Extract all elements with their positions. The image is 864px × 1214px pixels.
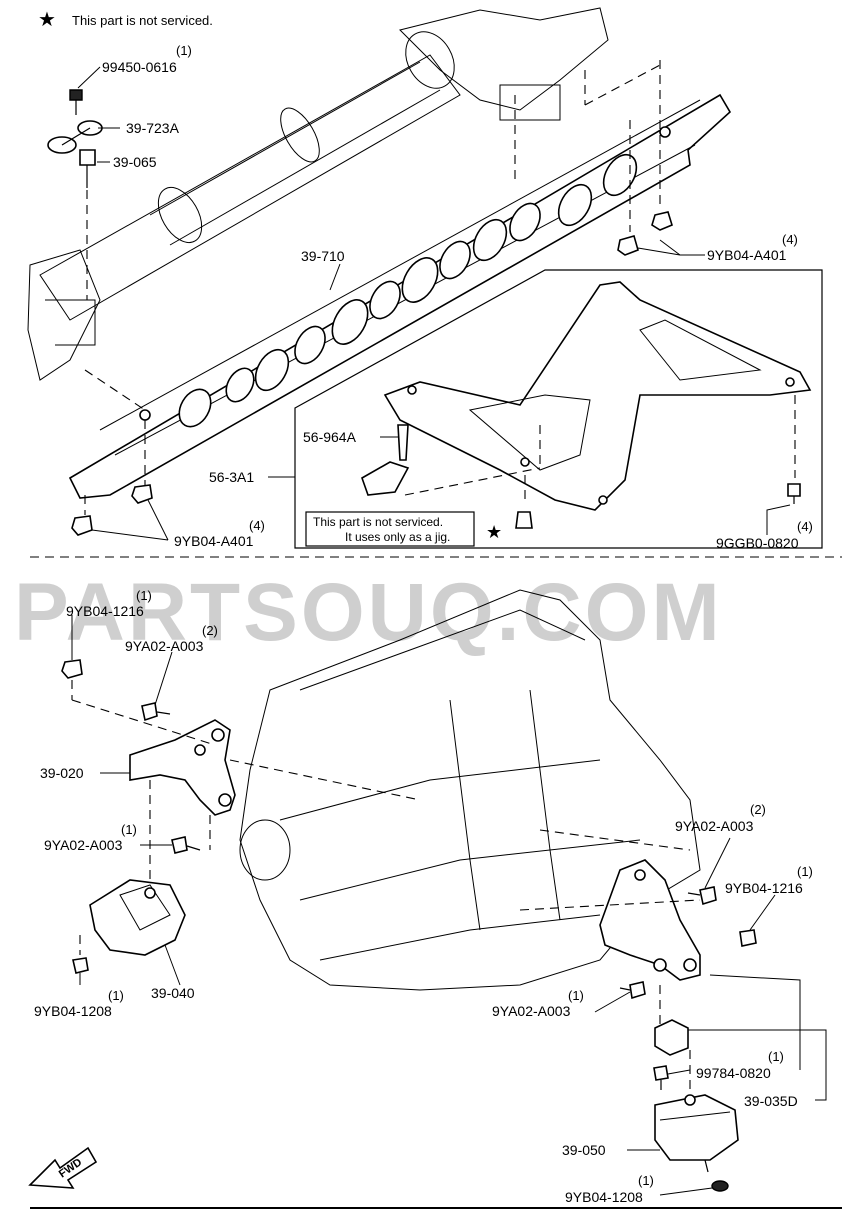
label-9yb04-1208-right: 9YB04-1208 xyxy=(565,1189,643,1205)
bolt-9ya02-a003-right-upper xyxy=(687,886,717,906)
label-56-3a1: 56-3A1 xyxy=(209,469,254,485)
label-9ya02-a003-upper-left: 9YA02-A003 xyxy=(125,638,204,654)
engine-mount-39-050 xyxy=(654,1094,739,1173)
qty-9ggb0-0820: (4) xyxy=(797,519,813,534)
label-99450-0616: 99450-0616 xyxy=(102,59,177,75)
engine-mount-bracket-right xyxy=(599,859,701,981)
bolt-99784 xyxy=(653,1065,669,1090)
guide-line xyxy=(584,64,661,106)
brace-plate-56-3a1 xyxy=(383,281,812,511)
nut-9yb04-1208-left xyxy=(72,957,89,974)
bolt-9ya02-a003-upper-left xyxy=(141,702,171,722)
bolt-99450-0616 xyxy=(69,89,83,115)
tunnel-member-39-710 xyxy=(68,93,732,499)
label-39-050: 39-050 xyxy=(562,1142,606,1158)
guide-line xyxy=(404,467,541,496)
label-9yb04-1208-left: 9YB04-1208 xyxy=(34,1003,112,1019)
bolt-9ya02-a003-lower-left xyxy=(171,836,201,854)
label-9yb04-1216-right: 9YB04-1216 xyxy=(725,880,803,896)
nut-9yb04-1208-right xyxy=(711,1180,729,1192)
nut-9yb04-a401-bottom xyxy=(71,484,153,536)
inset-frame xyxy=(294,269,823,549)
label-9yb04-a401-bottom: 9YB04-A401 xyxy=(174,533,254,549)
legend-text: This part is not serviced. xyxy=(72,13,213,28)
qty-9yb04-a401-top: (4) xyxy=(782,232,798,247)
jig-note-box xyxy=(305,511,475,547)
label-9ya02-a003-right-lower: 9YA02-A003 xyxy=(492,1003,571,1019)
star-icon: ★ xyxy=(38,9,56,31)
jig-note-line2: It uses only as a jig. xyxy=(345,530,450,544)
label-9yb04-1216-left: 9YB04-1216 xyxy=(66,603,144,619)
label-39-020: 39-020 xyxy=(40,765,84,781)
qty-9ya02-a003-right-upper: (2) xyxy=(750,802,766,817)
jig-56-964a xyxy=(361,424,410,496)
engine-mount-bracket-39-020 xyxy=(129,719,236,816)
guide-line xyxy=(71,699,216,746)
guide-line xyxy=(229,759,421,801)
label-99784-0820: 99784-0820 xyxy=(696,1065,771,1081)
nut-9yb04-a401-top xyxy=(617,211,673,256)
guide-line xyxy=(519,899,701,911)
nut-9yb04-1216-right xyxy=(739,929,757,947)
jig-note-line1: This part is not serviced. xyxy=(313,515,443,529)
label-39-065: 39-065 xyxy=(113,154,157,170)
qty-9yb04-1208-right: (1) xyxy=(638,1173,654,1188)
nut-9yb04-1216-left xyxy=(61,659,83,679)
bolt-39-065 xyxy=(79,149,96,188)
bolt-jig xyxy=(515,511,533,529)
qty-99450-0616: (1) xyxy=(176,43,192,58)
watermark: PARTSOUQ.COM xyxy=(14,567,723,658)
label-9ya02-a003-lower-left: 9YA02-A003 xyxy=(44,837,123,853)
qty-9ya02-a003-lower-left: (1) xyxy=(121,822,137,837)
propeller-shaft xyxy=(27,7,609,381)
label-39-723a: 39-723A xyxy=(126,120,180,136)
qty-9yb04-1208-left: (1) xyxy=(108,988,124,1003)
engine-mount-39-040 xyxy=(89,879,186,956)
label-9ggb0-0820: 9GGB0-0820 xyxy=(716,535,799,551)
qty-9ya02-a003-upper-left: (2) xyxy=(202,623,218,638)
part-labels: (1) 99450-0616 39-723A 39-065 39-710 (4)… xyxy=(34,43,813,1205)
bolt-9ya02-a003-right-lower xyxy=(619,981,646,1000)
label-9ya02-a003-right-upper: 9YA02-A003 xyxy=(675,818,754,834)
qty-9yb04-1216-right: (1) xyxy=(797,864,813,879)
qty-99784-0820: (1) xyxy=(768,1049,784,1064)
leader-lines xyxy=(71,66,827,1196)
guide-line xyxy=(84,369,146,411)
label-39-035d: 39-035D xyxy=(744,1093,798,1109)
label-39-040: 39-040 xyxy=(151,985,195,1001)
qty-9yb04-a401-bottom: (4) xyxy=(249,518,265,533)
guide-line xyxy=(539,829,691,851)
label-39-710: 39-710 xyxy=(301,248,345,264)
label-9yb04-a401-top: 9YB04-A401 xyxy=(707,247,787,263)
qty-9yb04-1216-left: (1) xyxy=(136,588,152,603)
bolt-9ggb0-0820 xyxy=(787,483,801,504)
label-56-964a: 56-964A xyxy=(303,429,357,445)
fwd-arrow-icon: FWD xyxy=(28,1146,98,1189)
star-icon: ★ xyxy=(486,522,502,542)
mount-bracket-99784-0820 xyxy=(654,1019,689,1056)
qty-9ya02-a003-right-lower: (1) xyxy=(568,988,584,1003)
engine-block xyxy=(239,589,701,991)
washer-39-723a xyxy=(47,120,103,154)
